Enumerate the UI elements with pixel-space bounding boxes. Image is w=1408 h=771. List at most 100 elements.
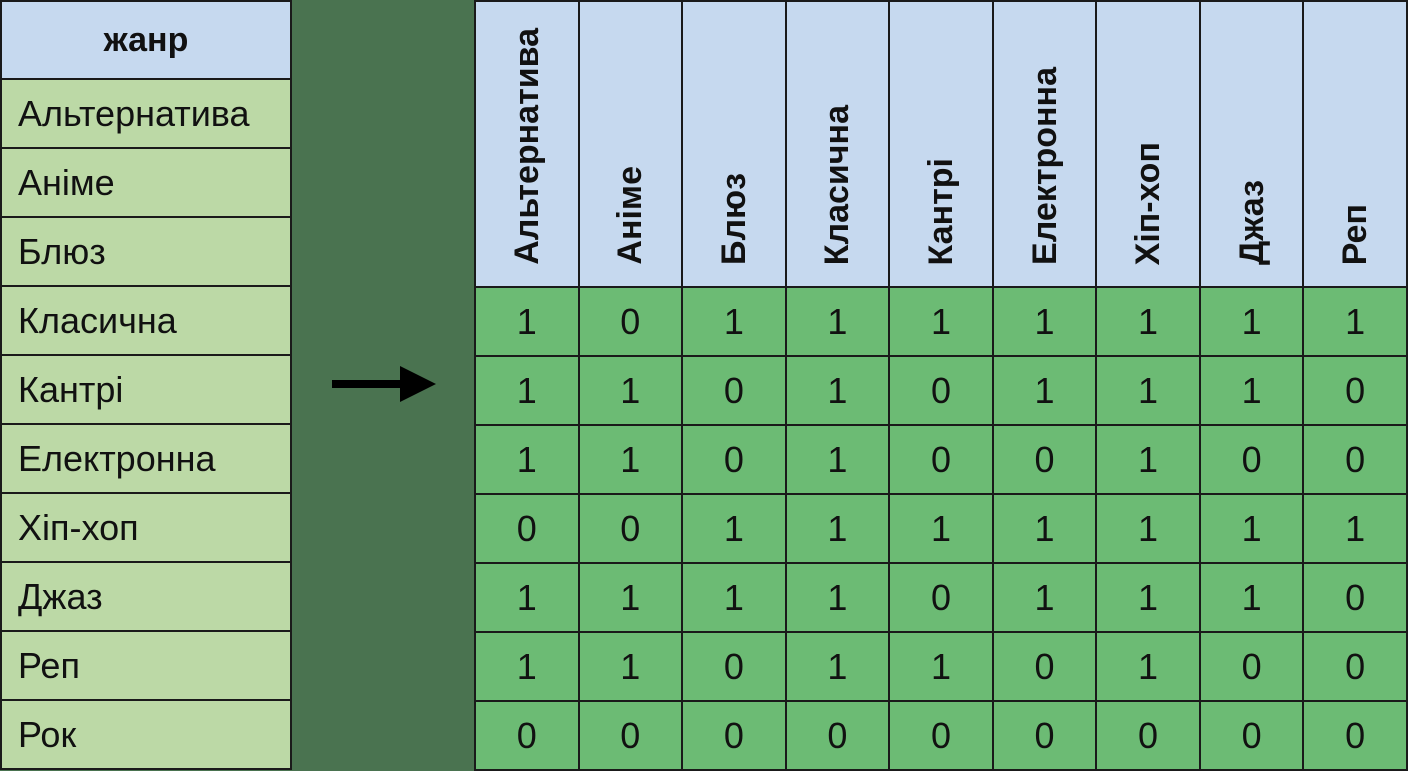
- matrix-cell: 1: [1302, 286, 1408, 357]
- genre-row: Альтернатива: [0, 78, 292, 149]
- genre-cell: Аніме: [0, 147, 292, 218]
- matrix-cell: 1: [784, 355, 891, 426]
- genre-cell: Електронна: [0, 423, 292, 494]
- matrix-cell: 0: [474, 493, 580, 564]
- matrix-cell: 1: [577, 631, 684, 702]
- column-label: Альтернатива: [507, 28, 546, 265]
- column-label: Аніме: [611, 166, 650, 265]
- genre-cell: Реп: [0, 630, 292, 701]
- matrix-cell: 0: [681, 424, 787, 495]
- matrix-cell: 0: [888, 562, 994, 633]
- matrix-cell: 0: [1302, 424, 1408, 495]
- matrix-cell: 0: [888, 424, 994, 495]
- matrix-cell: 1: [1095, 286, 1201, 357]
- matrix-cell: 1: [474, 424, 580, 495]
- matrix-column-header: Аніме: [577, 0, 684, 288]
- matrix-cell: 0: [681, 631, 787, 702]
- genre-row: Хіп-хоп: [0, 492, 292, 563]
- genre-cell: Рок: [0, 699, 292, 770]
- matrix-cell: 1: [474, 355, 580, 426]
- matrix-cell: 0: [474, 700, 580, 771]
- matrix-cell: 0: [991, 631, 1098, 702]
- matrix-cell: 0: [1198, 631, 1305, 702]
- matrix-cell: 1: [991, 286, 1098, 357]
- matrix-cell: 1: [1198, 286, 1305, 357]
- column-label: Кантрі: [921, 157, 960, 265]
- matrix-cell: 0: [681, 700, 787, 771]
- matrix-cell: 1: [991, 355, 1098, 426]
- genre-header: жанр: [0, 0, 292, 80]
- genre-cell: Кантрі: [0, 354, 292, 425]
- matrix-cell: 0: [1302, 355, 1408, 426]
- matrix-cell: 1: [1198, 355, 1305, 426]
- column-label: Джаз: [1232, 180, 1271, 265]
- matrix-cell: 0: [1302, 631, 1408, 702]
- matrix-cell: 0: [991, 424, 1098, 495]
- matrix-cell: 0: [784, 700, 891, 771]
- matrix-cell: 1: [681, 286, 787, 357]
- genre-cell: Альтернатива: [0, 78, 292, 149]
- matrix-cell: 1: [681, 493, 787, 564]
- matrix-column-header: Реп: [1302, 0, 1408, 288]
- matrix-cell: 1: [1095, 493, 1201, 564]
- matrix-cell: 0: [1198, 700, 1305, 771]
- matrix-cell: 1: [1095, 355, 1201, 426]
- matrix-cell: 1: [991, 493, 1098, 564]
- column-label: Реп: [1336, 203, 1375, 265]
- genre-row: Електронна: [0, 423, 292, 494]
- matrix-cell: 1: [784, 286, 891, 357]
- matrix-cell: 0: [577, 286, 684, 357]
- column-label: Блюз: [714, 173, 753, 265]
- genre-row: Реп: [0, 630, 292, 701]
- matrix-cell: 0: [991, 700, 1098, 771]
- matrix-cell: 0: [888, 700, 994, 771]
- genre-row: Класична: [0, 285, 292, 356]
- matrix-cell: 1: [784, 493, 891, 564]
- matrix-cell: 0: [577, 700, 684, 771]
- genre-cell: Джаз: [0, 561, 292, 632]
- matrix-cell: 1: [1095, 631, 1201, 702]
- matrix-column-header: Блюз: [681, 0, 787, 288]
- genre-header-row: жанр: [0, 0, 292, 80]
- genre-cell: Хіп-хоп: [0, 492, 292, 563]
- matrix-cell: 0: [1198, 424, 1305, 495]
- genre-cell: Блюз: [0, 216, 292, 287]
- matrix-column-header: Кантрі: [888, 0, 994, 288]
- matrix-column-header: Електронна: [991, 0, 1098, 288]
- matrix-cell: 0: [681, 355, 787, 426]
- genre-cell: Класична: [0, 285, 292, 356]
- matrix-cell: 1: [888, 493, 994, 564]
- matrix-cell: 0: [1302, 562, 1408, 633]
- column-label: Хіп-хоп: [1129, 141, 1168, 265]
- matrix-cell: 1: [577, 355, 684, 426]
- matrix-cell: 1: [1095, 562, 1201, 633]
- matrix-cell: 1: [1198, 493, 1305, 564]
- matrix-cell: 1: [1095, 424, 1201, 495]
- matrix-cell: 1: [681, 562, 787, 633]
- matrix-cell: 1: [888, 286, 994, 357]
- matrix-cell: 1: [784, 562, 891, 633]
- matrix-cell: 1: [784, 631, 891, 702]
- genre-row: Блюз: [0, 216, 292, 287]
- matrix-column-header: Класична: [784, 0, 891, 288]
- genre-row: Джаз: [0, 561, 292, 632]
- matrix-cell: 1: [474, 562, 580, 633]
- matrix-column-header: Джаз: [1198, 0, 1305, 288]
- matrix-cell: 1: [474, 631, 580, 702]
- matrix-cell: 1: [577, 424, 684, 495]
- genre-row: Аніме: [0, 147, 292, 218]
- matrix-cell: 1: [991, 562, 1098, 633]
- matrix-column-header: Альтернатива: [474, 0, 580, 288]
- matrix-cell: 0: [888, 355, 994, 426]
